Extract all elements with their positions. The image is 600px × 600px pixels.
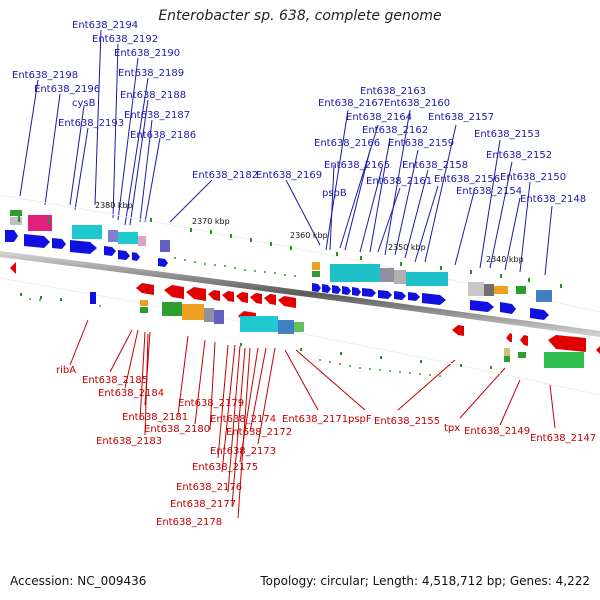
gene-label-ent638-2175: Ent638_2175: [192, 462, 258, 473]
gene-label-ent638-2183: Ent638_2183: [96, 436, 162, 447]
gene-label-ent638-2154: Ent638_2154: [456, 186, 522, 197]
gene-label-cysb: cysB: [72, 98, 96, 109]
forward-labels: Ent638_2194 Ent638_2192 Ent638_2190 Ent6…: [12, 20, 586, 205]
gene-label-ent638-2187: Ent638_2187: [124, 110, 190, 121]
gene-label-ent638-2184: Ent638_2184: [98, 388, 164, 399]
forward-leader-lines: [19, 29, 553, 276]
gene-label-ent638-2198: Ent638_2198: [12, 70, 78, 81]
gene-label-ent638-2162: Ent638_2162: [362, 125, 428, 136]
genome-title: Enterobacter sp. 638, complete genome: [158, 8, 442, 24]
gene-label-ent638-2173: Ent638_2173: [210, 446, 276, 457]
gene-label-ent638-2190: Ent638_2190: [114, 48, 180, 59]
gene-label-ent638-2185: Ent638_2185: [82, 375, 148, 386]
gene-label-ent638-2148: Ent638_2148: [520, 194, 586, 205]
gene-label-ent638-2164: Ent638_2164: [346, 112, 412, 123]
reverse-marker-blue: [90, 292, 96, 304]
gene-label-ent638-2194: Ent638_2194: [72, 20, 138, 31]
gene-label-ent638-2186: Ent638_2186: [130, 130, 196, 141]
gene-label-ent638-2147: Ent638_2147: [530, 433, 596, 444]
gene-label-ent638-2182: Ent638_2182: [192, 170, 258, 181]
tick-label: 2350 kbp: [388, 243, 426, 252]
gene-label-ent638-2177: Ent638_2177: [170, 499, 236, 510]
gene-label-ent638-2161: Ent638_2161: [366, 176, 432, 187]
gene-label-ent638-2171: Ent638_2171: [282, 414, 348, 425]
gene-label-ent638-2152: Ent638_2152: [486, 150, 552, 161]
gene-label-pspf: pspF: [348, 414, 372, 425]
gene-label-ent638-2150: Ent638_2150: [500, 172, 566, 183]
gene-label-ent638-2188: Ent638_2188: [120, 90, 186, 101]
tick-label: 2370 kbp: [192, 217, 230, 226]
tick-marks: [18, 216, 562, 369]
gene-label-ent638-2163: Ent638_2163: [360, 86, 426, 97]
gene-label-ent638-2176: Ent638_2176: [176, 482, 242, 493]
gene-label-ent638-2158: Ent638_2158: [402, 160, 468, 171]
gene-label-ent638-2165: Ent638_2165: [324, 160, 390, 171]
genome-summary-text: Topology: circular; Length: 4,518,712 bp…: [260, 574, 590, 588]
gene-label-ent638-2174: Ent638_2174: [210, 414, 276, 425]
gene-label-ent638-2166: Ent638_2166: [314, 138, 380, 149]
reverse-labels: ribA Ent638_2185 Ent638_2184 Ent638_2181…: [56, 365, 596, 528]
forward-cds-track: [5, 230, 549, 320]
gene-label-ent638-2153: Ent638_2153: [474, 129, 540, 140]
gene-label-ent638-2189: Ent638_2189: [118, 68, 184, 79]
gene-label-ent638-2172: Ent638_2172: [226, 427, 292, 438]
genome-backbone: [0, 251, 600, 337]
gene-label-ent638-2169: Ent638_2169: [256, 170, 322, 181]
gene-label-ent638-2193: Ent638_2193: [58, 118, 124, 129]
gene-label-ent638-2160: Ent638_2160: [384, 98, 450, 109]
gene-label-pspb: pspB: [322, 188, 347, 199]
gene-label-ent638-2157: Ent638_2157: [428, 112, 494, 123]
gene-label-riba: ribA: [56, 365, 76, 376]
gene-label-ent638-2156: Ent638_2156: [434, 174, 500, 185]
gene-label-ent638-2159: Ent638_2159: [388, 138, 454, 149]
accession-text: Accession: NC_009436: [10, 574, 147, 588]
gc-dots: [29, 257, 441, 377]
gene-label-ent638-2155: Ent638_2155: [374, 416, 440, 427]
gene-label-ent638-2178: Ent638_2178: [156, 517, 222, 528]
tick-label: 2360 kbp: [290, 231, 328, 240]
gene-label-ent638-2192: Ent638_2192: [92, 34, 158, 45]
gene-label-ent638-2149: Ent638_2149: [464, 426, 530, 437]
gene-label-ent638-2179: Ent638_2179: [178, 398, 244, 409]
forward-function-blocks: [10, 210, 552, 302]
tick-label: 2380 kbp: [95, 201, 133, 210]
tick-label: 2340 kbp: [486, 255, 524, 264]
reverse-function-blocks: [140, 300, 584, 368]
gene-label-ent638-2167: Ent638_2167: [318, 98, 384, 109]
gene-label-ent638-2181: Ent638_2181: [122, 412, 188, 423]
gene-label-ent638-2180: Ent638_2180: [144, 424, 210, 435]
gene-label-ent638-2196: Ent638_2196: [34, 84, 100, 95]
reverse-leader-lines: [69, 319, 556, 519]
gene-label-tpx: tpx: [444, 423, 460, 434]
inner-ring-edge: [0, 277, 600, 396]
